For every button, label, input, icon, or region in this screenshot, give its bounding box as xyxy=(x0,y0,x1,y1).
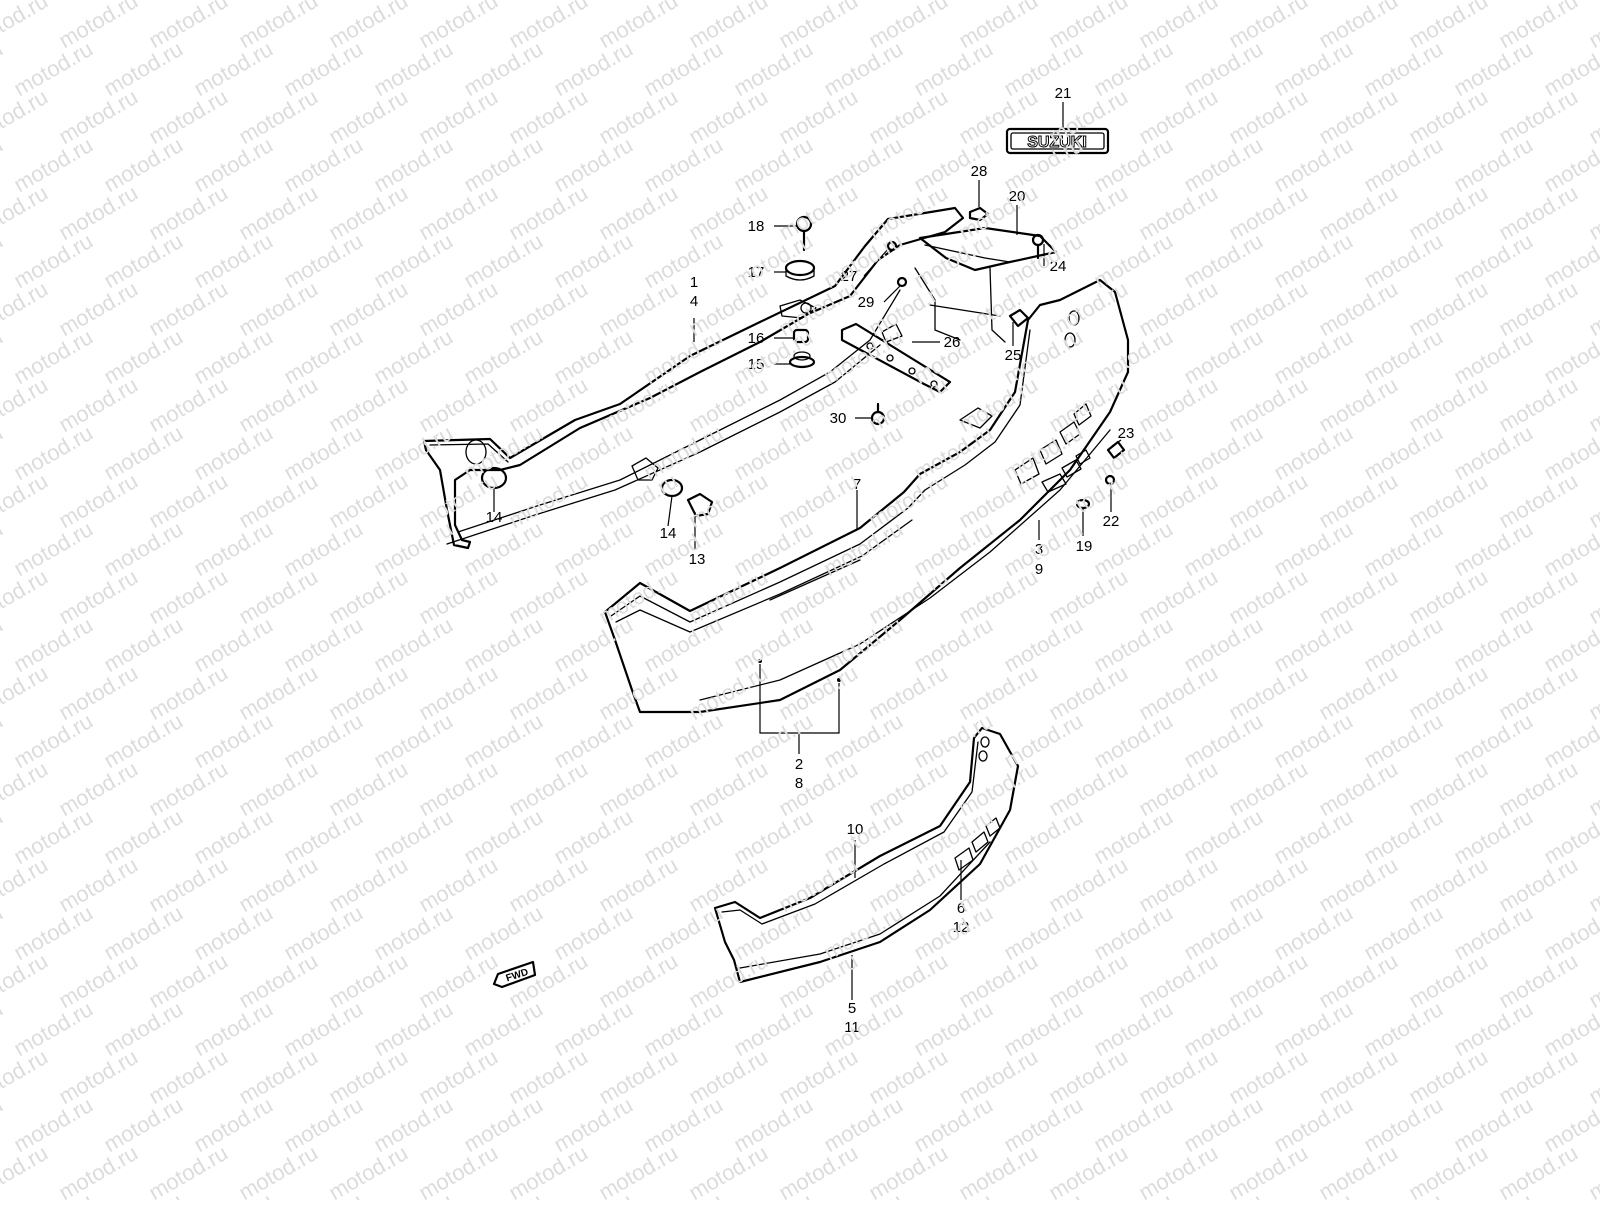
grommet-15-icon xyxy=(788,351,816,369)
collar-16-icon xyxy=(792,328,810,344)
callout-9: 9 xyxy=(1035,561,1043,578)
callout-11: 11 xyxy=(844,1019,860,1036)
seat-rail-part xyxy=(422,206,993,550)
nut-23-icon xyxy=(1106,440,1126,460)
tail-cowl-part xyxy=(603,278,1130,714)
callout-17: 17 xyxy=(748,264,765,281)
rear-bracket-part xyxy=(840,226,1058,394)
side-cover-part xyxy=(713,726,1020,984)
damper-14b-icon xyxy=(660,478,684,498)
cushion-17-icon xyxy=(784,259,816,281)
callout-2: 2 xyxy=(795,756,803,773)
clip-25-icon xyxy=(1008,308,1030,328)
callout-12: 12 xyxy=(953,919,970,936)
leader-lines xyxy=(493,102,1122,1000)
callout-24: 24 xyxy=(1050,258,1067,275)
callout-18: 18 xyxy=(748,218,765,235)
callout-1: 1 xyxy=(690,274,698,291)
callout-29: 29 xyxy=(858,294,875,311)
callout-20: 20 xyxy=(1009,188,1026,205)
nut-28-icon xyxy=(968,206,990,222)
callout-19: 19 xyxy=(1076,538,1093,555)
callout-15: 15 xyxy=(748,356,765,373)
callout-4: 4 xyxy=(690,293,698,310)
callout-13: 13 xyxy=(689,551,706,568)
screw-29-icon xyxy=(896,276,908,288)
fwd-arrow-icon: FWD xyxy=(492,960,537,989)
callout-21: 21 xyxy=(1055,85,1072,102)
callout-25: 25 xyxy=(1005,347,1022,364)
callout-6: 6 xyxy=(957,900,965,917)
screw-22-icon xyxy=(1104,474,1116,486)
callout-10: 10 xyxy=(847,821,864,838)
callout-30: 30 xyxy=(830,410,847,427)
callout-28: 28 xyxy=(971,163,988,180)
bolt-18-icon xyxy=(795,215,813,252)
suzuki-emblem: SUZUKI xyxy=(1005,127,1110,155)
bolt-30-icon xyxy=(870,402,886,426)
callout-27: 27 xyxy=(841,268,858,285)
clip-13-icon xyxy=(686,492,714,518)
callout-26: 26 xyxy=(944,334,961,351)
callout-23: 23 xyxy=(1118,425,1135,442)
callout-22: 22 xyxy=(1103,513,1120,530)
bolt-24-icon xyxy=(1031,233,1045,260)
callout-labels: 21 28 20 18 17 27 24 29 1 4 16 26 25 15 … xyxy=(486,85,1135,1036)
callout-3: 3 xyxy=(1035,541,1043,558)
callout-7: 7 xyxy=(853,476,861,493)
callout-14-right: 14 xyxy=(660,525,677,542)
callout-14-left: 14 xyxy=(486,509,503,526)
callout-5: 5 xyxy=(848,1000,856,1017)
emblem-text: SUZUKI xyxy=(1027,134,1087,151)
screw-27-icon xyxy=(886,240,898,252)
grommet-19-icon xyxy=(1075,498,1091,510)
callout-8: 8 xyxy=(795,775,803,792)
callout-16: 16 xyxy=(748,330,765,347)
